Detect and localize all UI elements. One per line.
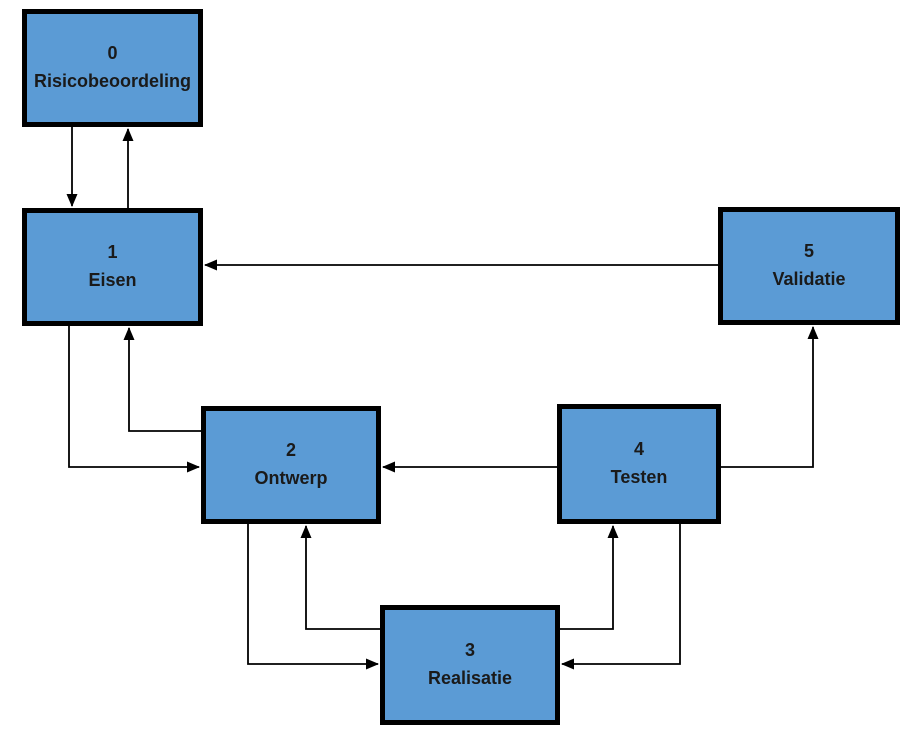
node-risicobeoordeling: 0 Risicobeoordeling <box>22 9 203 127</box>
node-number: 3 <box>464 640 475 661</box>
node-number: 0 <box>107 43 118 64</box>
node-eisen: 1 Eisen <box>22 208 203 326</box>
arrow-3-to-4 <box>560 525 619 630</box>
node-number: 1 <box>107 242 118 263</box>
node-testen: 4 Testen <box>557 404 721 524</box>
arrow-4-to-5 <box>721 326 819 468</box>
node-label: Testen <box>610 467 668 487</box>
node-label: Risicobeoordeling <box>33 71 192 91</box>
arrow-4-to-3 <box>561 524 681 670</box>
arrow-3-to-2 <box>300 525 380 630</box>
node-number: 5 <box>803 241 814 262</box>
node-label: Eisen <box>88 270 137 290</box>
arrow-1-to-2 <box>68 326 200 473</box>
node-label: Validatie <box>772 269 846 289</box>
node-number: 4 <box>633 439 644 460</box>
node-number: 2 <box>285 440 296 461</box>
arrow-2-to-3 <box>247 524 379 670</box>
node-label: Realisatie <box>427 668 513 688</box>
node-label: Ontwerp <box>254 468 328 488</box>
node-ontwerp: 2 Ontwerp <box>201 406 381 524</box>
arrow-2-to-1 <box>123 327 201 432</box>
node-realisatie: 3 Realisatie <box>380 605 560 725</box>
node-validatie: 5 Validatie <box>718 207 900 325</box>
